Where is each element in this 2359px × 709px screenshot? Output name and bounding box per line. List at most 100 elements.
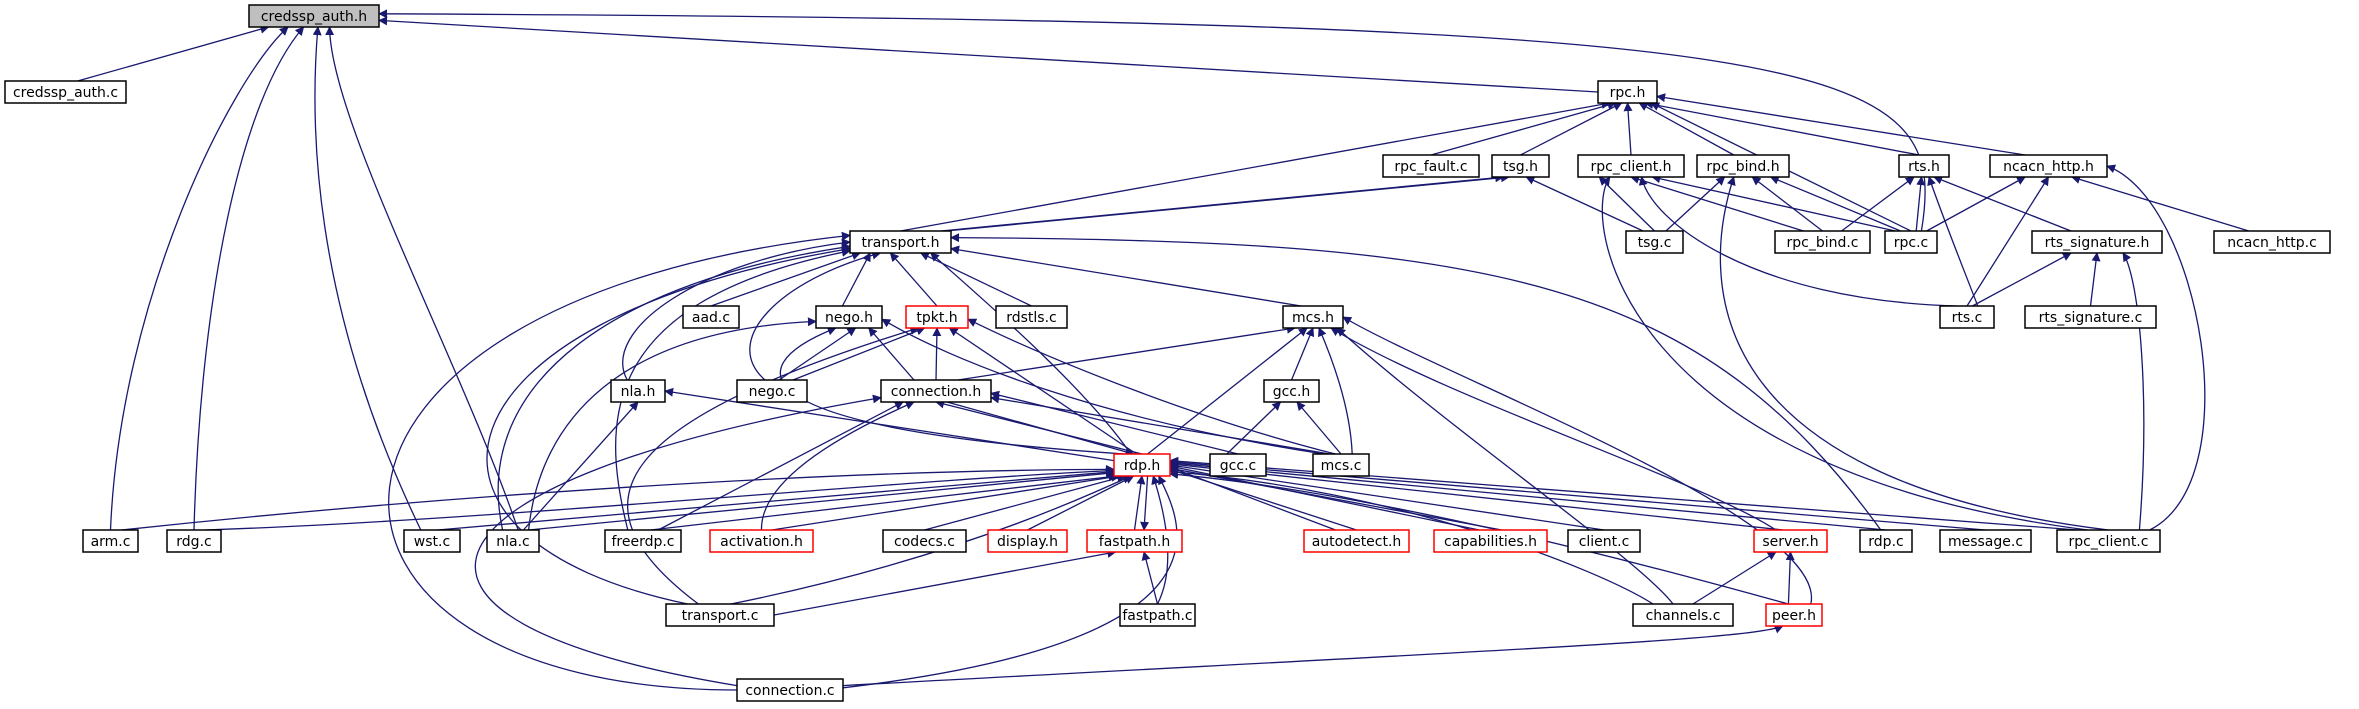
node-rts-signature-c[interactable]: rts_signature.c — [2024, 305, 2157, 329]
node-rpc-c[interactable]: rpc.c — [1884, 230, 1938, 254]
node-box — [1632, 603, 1734, 627]
node-mcs-h[interactable]: mcs.h — [1282, 305, 1344, 329]
node-transport-h[interactable]: transport.h — [849, 230, 952, 254]
node-rdp-h[interactable]: rdp.h — [1113, 453, 1171, 477]
node-label: server.h — [1762, 534, 1818, 550]
node-box — [1898, 154, 1950, 178]
node-connection-c[interactable]: connection.c — [736, 678, 844, 702]
node-rts-h[interactable]: rts.h — [1898, 154, 1950, 178]
edge-tsg_h-to-rpc_h — [1520, 102, 1623, 156]
edge-nla_c-to-credssp_auth_h — [325, 26, 519, 531]
node-label: connection.h — [891, 384, 981, 400]
node-box — [880, 379, 992, 403]
node-box — [849, 230, 952, 254]
node-arm-c[interactable]: arm.c — [82, 529, 139, 553]
edge-rdp_h-to-transport_h — [930, 252, 1132, 455]
node-box — [1119, 603, 1196, 627]
node-label: gcc.c — [1220, 458, 1256, 474]
node-rdg-c[interactable]: rdg.c — [166, 529, 222, 553]
edge-rdp_h-to-tpkt_h — [948, 327, 1137, 455]
node-ncacn-http-c[interactable]: ncacn_http.c — [2213, 230, 2331, 254]
node-rpc-client-h[interactable]: rpc_client.h — [1577, 154, 1685, 178]
node-mcs-c[interactable]: mcs.c — [1312, 453, 1370, 477]
node-activation-h[interactable]: activation.h — [709, 529, 814, 553]
node-label: rdp.h — [1124, 458, 1161, 474]
node-box — [1696, 154, 1790, 178]
node-autodetect-h[interactable]: autodetect.h — [1303, 529, 1410, 553]
node-rpc-h[interactable]: rpc.h — [1597, 80, 1658, 104]
node-tsg-c[interactable]: tsg.c — [1625, 230, 1684, 254]
node-box — [1625, 230, 1684, 254]
node-label: nego.h — [825, 310, 873, 326]
node-box — [665, 603, 775, 627]
edge-transport_c-to-tpkt_h — [627, 326, 920, 605]
node-credssp-auth-c[interactable]: credssp_auth.c — [4, 80, 127, 104]
node-capabilities-h[interactable]: capabilities.h — [1433, 529, 1548, 553]
node-rdstls-c[interactable]: rdstls.c — [995, 305, 1068, 329]
node-box — [1433, 529, 1548, 553]
node-codecs-c[interactable]: codecs.c — [882, 529, 967, 553]
edge-connection_h-to-nego_h — [868, 327, 915, 381]
edge-rpc_fault_c-to-rpc_h — [1430, 100, 1617, 156]
node-message-c[interactable]: message.c — [1939, 529, 2032, 553]
node-rts-signature-h[interactable]: rts_signature.h — [2031, 230, 2163, 254]
edge-rdstls_c-to-transport_h — [919, 252, 1032, 307]
node-connection-h[interactable]: connection.h — [880, 379, 992, 403]
node-label: transport.c — [682, 608, 759, 624]
node-rdp-c[interactable]: rdp.c — [1859, 529, 1913, 553]
node-channels-c[interactable]: channels.c — [1632, 603, 1734, 627]
node-wst-c[interactable]: wst.c — [403, 529, 461, 553]
edge-server_h-to-mcs_h — [1330, 327, 1777, 531]
node-nla-h[interactable]: nla.h — [610, 379, 666, 403]
node-freerdp-c[interactable]: freerdp.c — [604, 529, 682, 553]
node-box — [1774, 230, 1871, 254]
node-fastpath-c[interactable]: fastpath.c — [1119, 603, 1196, 627]
edge-rpc_client_c-to-rpc_client_h — [1601, 176, 2088, 531]
node-aad-c[interactable]: aad.c — [682, 305, 740, 329]
node-transport-c[interactable]: transport.c — [665, 603, 775, 627]
node-fastpath-h[interactable]: fastpath.h — [1086, 529, 1183, 553]
node-rpc-bind-h[interactable]: rpc_bind.h — [1696, 154, 1790, 178]
edge-rts_c-to-rts_signature_h — [1972, 252, 2072, 307]
node-label: autodetect.h — [1312, 534, 1402, 550]
edge-connection_h-to-rdp_h — [946, 401, 1135, 457]
edge-nego_c-to-transport_h — [749, 250, 882, 381]
node-box — [4, 80, 127, 104]
node-client-c[interactable]: client.c — [1567, 529, 1641, 553]
node-nego-h[interactable]: nego.h — [815, 305, 883, 329]
edge-wst_c-to-rdp_h — [437, 467, 1115, 531]
node-display-h[interactable]: display.h — [987, 529, 1068, 553]
node-gcc-c[interactable]: gcc.c — [1209, 453, 1267, 477]
node-label: rts.c — [1952, 310, 1983, 326]
node-box — [736, 379, 808, 403]
node-peer-h[interactable]: peer.h — [1765, 603, 1823, 627]
node-tpkt-h[interactable]: tpkt.h — [905, 305, 969, 329]
node-nego-c[interactable]: nego.c — [736, 379, 808, 403]
edge-rpc_c-to-ncacn_http_h — [1926, 176, 2026, 232]
node-label: rts.h — [1908, 159, 1940, 175]
node-box — [1989, 154, 2108, 178]
node-rpc-bind-c[interactable]: rpc_bind.c — [1774, 230, 1871, 254]
edge-rdp_h-to-fastpath_h — [1140, 475, 1150, 531]
node-box — [882, 529, 967, 553]
node-box — [1312, 453, 1370, 477]
node-label: activation.h — [720, 534, 803, 550]
node-rts-c[interactable]: rts.c — [1939, 305, 1995, 329]
edge-display_h-to-rdp_h — [1027, 475, 1135, 531]
node-nla-c[interactable]: nla.c — [486, 529, 540, 553]
edge-connection_h-to-mcs_h — [957, 324, 1296, 381]
edge-aad_c-to-transport_h — [710, 251, 861, 307]
node-credssp-auth-h[interactable]: credssp_auth.h — [248, 4, 380, 28]
node-box — [1263, 379, 1320, 403]
edge-ncacn_http_c-to-ncacn_http_h — [2071, 175, 2249, 232]
node-label: rpc_client.h — [1590, 159, 1671, 175]
node-label: wst.c — [414, 534, 450, 550]
node-tsg-h[interactable]: tsg.h — [1491, 154, 1550, 178]
node-label: rpc_bind.h — [1706, 159, 1779, 175]
node-ncacn-http-h[interactable]: ncacn_http.h — [1989, 154, 2108, 178]
node-rpc-client-c[interactable]: rpc_client.c — [2056, 529, 2161, 553]
node-gcc-h[interactable]: gcc.h — [1263, 379, 1320, 403]
node-rpc-fault-c[interactable]: rpc_fault.c — [1382, 154, 1480, 178]
node-server-h[interactable]: server.h — [1753, 529, 1828, 553]
node-label: rpc_bind.c — [1786, 235, 1858, 251]
